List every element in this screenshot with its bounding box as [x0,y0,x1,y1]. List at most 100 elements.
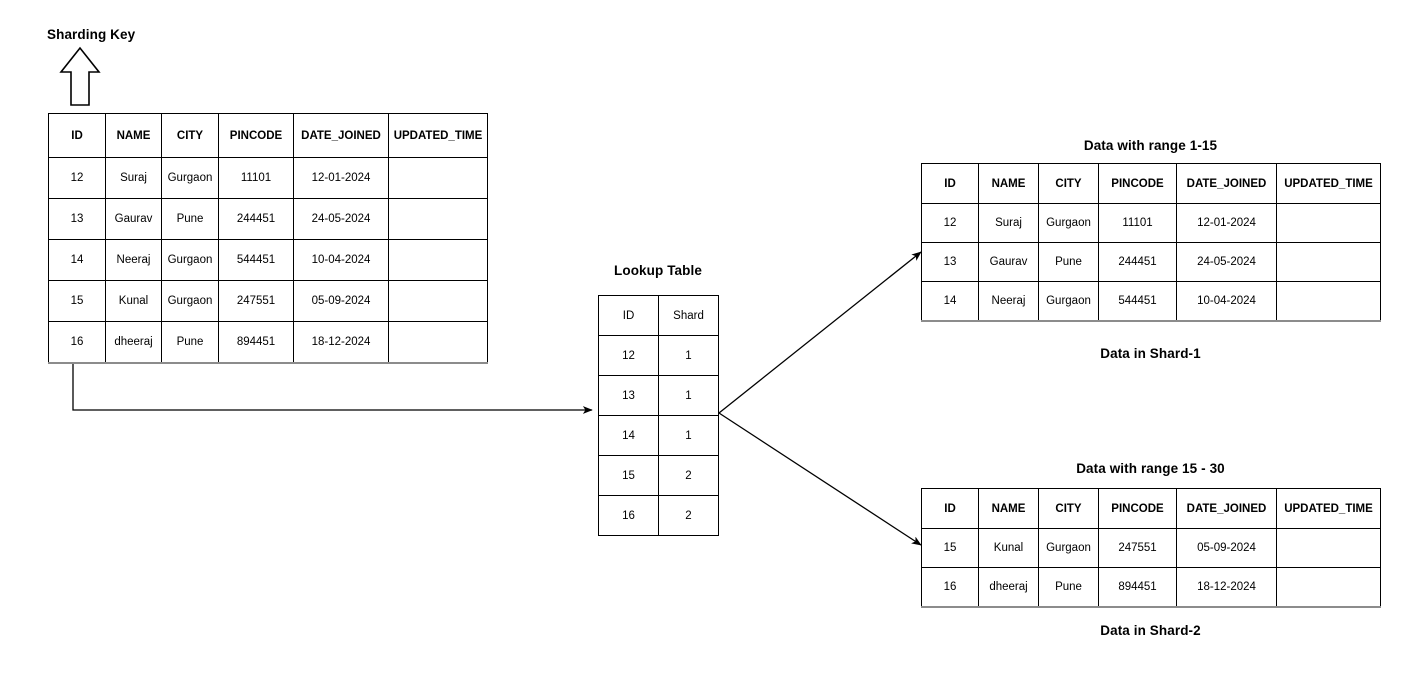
source-table-cell: 13 [48,198,106,240]
shard2-table-column-header: DATE_JOINED [1176,488,1277,529]
source-table-cell: Kunal [105,280,162,322]
shard2-table-column-header: CITY [1038,488,1099,529]
shard2-table-cell: 247551 [1098,528,1177,568]
shard1-table-cell: 11101 [1098,203,1177,243]
shard1-table-cell: 544451 [1098,281,1177,322]
lookup-table-column-header: ID [598,295,659,336]
shard2-table-cell: Pune [1038,567,1099,608]
shard2-table-cell: 894451 [1098,567,1177,608]
shard1-table-cell: 244451 [1098,242,1177,282]
shard1-table-cell: Gurgaon [1038,281,1099,322]
source-table-cell [388,280,488,322]
source-table-cell: 544451 [218,239,294,281]
shard1-table-column-header: NAME [978,163,1039,204]
source-table-cell: 12 [48,157,106,199]
shard2-title: Data with range 15 - 30 [1076,461,1225,476]
source-table-column-header: CITY [161,113,219,158]
source-table-cell: 894451 [218,321,294,364]
shard2-table-cell: 18-12-2024 [1176,567,1277,608]
lookup-table-cell: 13 [598,375,659,416]
sharding-key-block-arrow [59,46,101,106]
source-table-column-header: NAME [105,113,162,158]
source-table-cell: Suraj [105,157,162,199]
source-table-cell: dheeraj [105,321,162,364]
source-table-cell [388,157,488,199]
shard1-table-cell: 12-01-2024 [1176,203,1277,243]
shard2-table-cell: Kunal [978,528,1039,568]
source-table-column-header: PINCODE [218,113,294,158]
shard2-caption: Data in Shard-2 [1100,623,1201,638]
source-table-cell: 14 [48,239,106,281]
lookup-table-cell: 1 [658,335,719,376]
shard1-table-cell [1276,242,1381,282]
shard1-table-cell: 10-04-2024 [1176,281,1277,322]
shard1-table-cell [1276,203,1381,243]
source-table-cell: Gaurav [105,198,162,240]
source-table-cell: Pune [161,198,219,240]
shard2-table-cell: 16 [921,567,979,608]
shard2-table-cell [1276,528,1381,568]
source-table-cell: 05-09-2024 [293,280,389,322]
source-table-cell: 247551 [218,280,294,322]
source-table-cell: Gurgaon [161,239,219,281]
source-table-column-header: ID [48,113,106,158]
source-table-cell: 10-04-2024 [293,239,389,281]
shard2-table-cell: dheeraj [978,567,1039,608]
shard1-table-cell: 14 [921,281,979,322]
shard1-table-column-header: DATE_JOINED [1176,163,1277,204]
lookup-table-cell: 1 [658,415,719,456]
arrow-source-to-lookup [72,359,593,414]
shard2-table-column-header: PINCODE [1098,488,1177,529]
shard1-table-cell: Gurgaon [1038,203,1099,243]
shard1-table-column-header: ID [921,163,979,204]
shard1-table-cell: Gaurav [978,242,1039,282]
source-table-cell [388,321,488,364]
source-table-cell: Neeraj [105,239,162,281]
source-table-cell: Gurgaon [161,157,219,199]
lookup-table-cell: 2 [658,455,719,496]
shard2-table-cell: 05-09-2024 [1176,528,1277,568]
shard1-table-cell: 13 [921,242,979,282]
source-table-cell: Gurgaon [161,280,219,322]
source-table-cell [388,198,488,240]
shard1-caption: Data in Shard-1 [1100,346,1201,361]
shard1-table-column-header: UPDATED_TIME [1276,163,1381,204]
source-table-cell: 15 [48,280,106,322]
lookup-table-cell: 12 [598,335,659,376]
lookup-table-column-header: Shard [658,295,719,336]
source-table-column-header: UPDATED_TIME [388,113,488,158]
source-table-cell: 24-05-2024 [293,198,389,240]
shard1-table-cell: Pune [1038,242,1099,282]
shard1-table-column-header: PINCODE [1098,163,1177,204]
shard2-table-column-header: UPDATED_TIME [1276,488,1381,529]
source-table-cell: 244451 [218,198,294,240]
shard1-table-cell: Suraj [978,203,1039,243]
shard1-table-cell: 12 [921,203,979,243]
source-table-cell: Pune [161,321,219,364]
source-table-column-header: DATE_JOINED [293,113,389,158]
lookup-table-cell: 2 [658,495,719,536]
shard1-table-cell [1276,281,1381,322]
source-table-cell: 12-01-2024 [293,157,389,199]
shard2-table-cell: 15 [921,528,979,568]
arrow-lookup-to-shard1 [718,251,922,414]
shard2-table-cell [1276,567,1381,608]
